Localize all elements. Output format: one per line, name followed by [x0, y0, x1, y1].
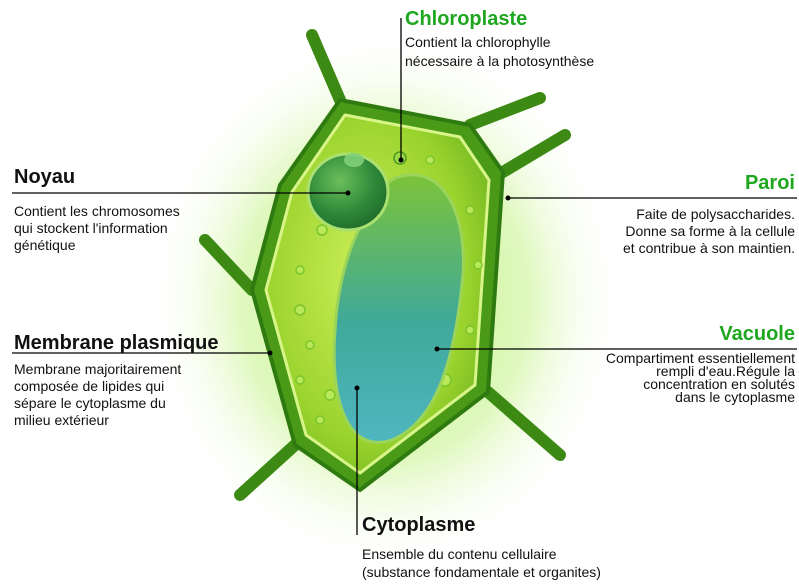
chloroplaste-desc: Contient la chlorophylle nécessaire à la… [405, 35, 594, 69]
noyau-desc: Contient les chromosomes qui stockent l'… [14, 204, 180, 253]
desc-line: milieu extérieur [14, 413, 219, 428]
vacuole-desc: Compartiment essentiellement rempli d'ea… [606, 352, 795, 404]
desc-line: Ensemble du contenu cellulaire [362, 547, 601, 562]
paroi-desc: Faite de polysaccharides. Donne sa forme… [623, 207, 795, 256]
desc-line: qui stockent l'information [14, 221, 180, 236]
paroi-title: Paroi [623, 172, 795, 194]
desc-line: Donne sa forme à la cellule [623, 224, 795, 239]
membrane-desc: Membrane majoritairement composée de lip… [14, 362, 219, 428]
desc-line: Membrane majoritairement [14, 362, 219, 377]
vacuole-title: Vacuole [606, 323, 795, 345]
label-paroi: Paroi Faite de polysaccharides. Donne sa… [623, 172, 795, 256]
label-vacuole: Vacuole Compartiment essentiellement rem… [606, 323, 795, 404]
desc-line: composée de lipides qui [14, 379, 219, 394]
desc-line: génétique [14, 238, 180, 253]
desc-line: dans le cytoplasme [606, 391, 795, 404]
nucleolus [344, 153, 364, 167]
label-noyau: Noyau Contient les chromosomes qui stock… [14, 166, 180, 253]
desc-line: sépare le cytoplasme du [14, 396, 219, 411]
cytoplasme-title: Cytoplasme [362, 514, 601, 536]
chloroplaste-title: Chloroplaste [405, 8, 594, 30]
membrane-title: Membrane plasmique [14, 332, 219, 354]
label-cytoplasme: Cytoplasme Ensemble du contenu cellulair… [362, 514, 601, 580]
label-chloroplaste: Chloroplaste Contient la chlorophylle né… [405, 8, 594, 69]
noyau-title: Noyau [14, 166, 180, 188]
desc-line: Contient les chromosomes [14, 204, 180, 219]
desc-line: Contient la chlorophylle [405, 35, 594, 50]
label-membrane-plasmique: Membrane plasmique Membrane majoritairem… [14, 332, 219, 428]
desc-line: nécessaire à la photosynthèse [405, 54, 594, 69]
desc-line: Faite de polysaccharides. [623, 207, 795, 222]
cytoplasme-desc: Ensemble du contenu cellulaire (substanc… [362, 547, 601, 580]
desc-line: (substance fondamentale et organites) [362, 565, 601, 580]
desc-line: et contribue à son maintien. [623, 241, 795, 256]
